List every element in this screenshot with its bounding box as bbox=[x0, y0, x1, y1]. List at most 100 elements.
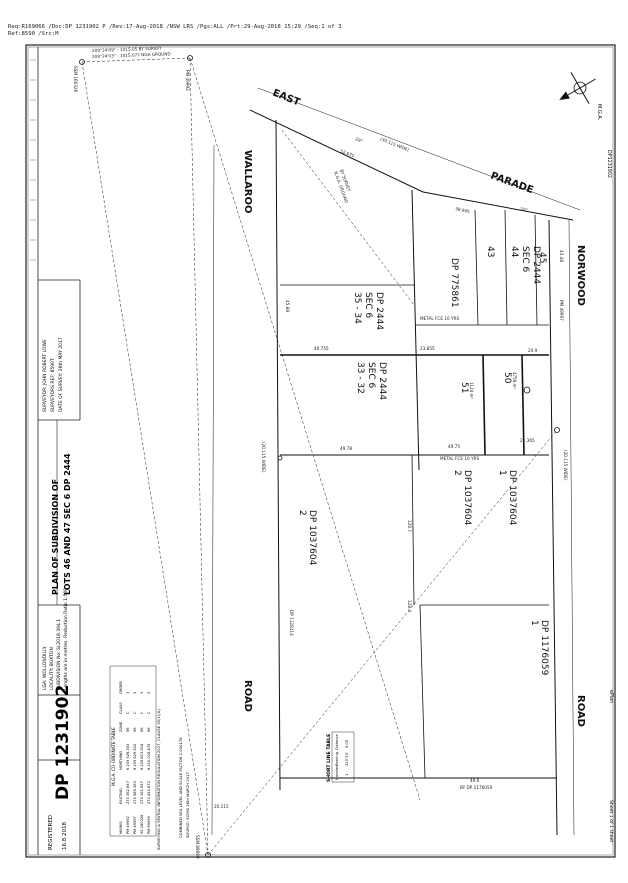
svg-text:M.G.A. CO-ORDINATE TABLE: M.G.A. CO-ORDINATE TABLE bbox=[111, 727, 116, 786]
coord-table-header: EASTING bbox=[119, 788, 123, 804]
svg-text:5.05: 5.05 bbox=[345, 740, 349, 748]
svg-text:DP 2444: DP 2444 bbox=[377, 362, 387, 400]
svg-text:DP 1037604: DP 1037604 bbox=[507, 470, 517, 526]
coordinate-table: M.G.A. CO-ORDINATE TABLE MARKSEASTINGNOR… bbox=[109, 665, 157, 837]
coord-table-cell: 56 bbox=[140, 727, 144, 732]
svg-text:49.75: 49.75 bbox=[448, 444, 460, 449]
svg-text:51: 51 bbox=[459, 382, 469, 393]
svg-text:BY DP 1176059: BY DP 1176059 bbox=[460, 785, 493, 790]
road-east: EAST bbox=[271, 88, 302, 109]
svg-text:128.4: 128.4 bbox=[407, 600, 412, 612]
sheet-label: Sheet 1 of 1 sheet bbox=[608, 800, 614, 842]
road-parade: PARADE bbox=[489, 170, 535, 196]
svg-text:M.G.A.: M.G.A. bbox=[596, 104, 602, 121]
svg-text:209°24'03" - 1015.077 NGA GROU: 209°24'03" - 1015.077 NGA GROUND bbox=[92, 51, 171, 59]
coord-table-cell: 270 362.657 bbox=[126, 781, 130, 804]
svg-text:SURVEYING & SPATIAL INFORMATIO: SURVEYING & SPATIAL INFORMATION REGULATI… bbox=[156, 709, 161, 850]
coord-table-cell: 6 209 829.502 bbox=[133, 744, 137, 770]
outer-frame bbox=[25, 44, 616, 858]
svg-text:LOCALITY: BUXTON: LOCALITY: BUXTON bbox=[49, 647, 55, 690]
svg-text:2: 2 bbox=[297, 510, 307, 516]
svg-text:209°24'09" - 1015.05 BY SURVEY: 209°24'09" - 1015.05 BY SURVEY bbox=[92, 46, 162, 53]
coord-table-cell: 270 450.872 bbox=[147, 781, 151, 804]
svg-text:DP 775861: DP 775861 bbox=[449, 258, 459, 308]
svg-text:METAL FCE 10 YRS: METAL FCE 10 YRS bbox=[440, 456, 479, 461]
coord-table-header: NORTHING bbox=[119, 751, 123, 770]
coord-table-header: ZONE bbox=[119, 721, 123, 732]
svg-text:52.675: 52.675 bbox=[340, 148, 356, 158]
inner-frame bbox=[27, 46, 614, 856]
svg-text:24.9: 24.9 bbox=[528, 348, 538, 353]
svg-text:SOURCE: SCIMS 26th MARCH 2017: SOURCE: SCIMS 26th MARCH 2017 bbox=[185, 772, 190, 838]
coord-table-cell: 56 bbox=[126, 727, 130, 732]
svg-text:METAL FCE 10 YRS: METAL FCE 10 YRS bbox=[420, 316, 459, 321]
svg-text:29°: 29° bbox=[355, 136, 364, 143]
svg-text:50: 50 bbox=[502, 372, 512, 384]
road-wallaroo-road: ROAD bbox=[242, 680, 253, 712]
svg-text:23.855: 23.855 bbox=[420, 346, 435, 351]
svg-text:1: 1 bbox=[345, 774, 349, 776]
svg-text:49.78: 49.78 bbox=[340, 446, 352, 451]
lot-labels: 43 44 SEC 6 DP 2444 45 DP 775861 35 - 34… bbox=[297, 246, 549, 676]
svg-text:43.48: 43.48 bbox=[559, 250, 564, 262]
parcel-boundaries bbox=[211, 87, 581, 836]
svg-text:Distance: Distance bbox=[335, 733, 339, 750]
north-arrow-label: M.G.A. bbox=[596, 104, 602, 121]
svg-text:1: 1 bbox=[497, 470, 507, 476]
plan-title-line1: PLAN OF SUBDIVISION OF bbox=[51, 479, 60, 595]
coord-table-cell: PM 49997 bbox=[133, 816, 137, 834]
short-line-table: SHORT LINE TABLE Number Bearing Distance… bbox=[326, 731, 355, 783]
svg-text:(30.115 WIDE): (30.115 WIDE) bbox=[380, 136, 410, 152]
svg-text:43: 43 bbox=[485, 246, 495, 257]
svg-text:DP1231902: DP1231902 bbox=[606, 150, 612, 178]
ssi-note: SURVEYING & SPATIAL INFORMATION REGULATI… bbox=[156, 709, 161, 850]
svg-text:SEC 6: SEC 6 bbox=[366, 362, 376, 389]
print-header-line1: Req:R169066 /Doc:DP 1231902 P /Rev:17-Au… bbox=[8, 24, 342, 30]
svg-text:44: 44 bbox=[509, 246, 519, 258]
svg-text:40.755: 40.755 bbox=[314, 346, 329, 351]
coord-table-cell: 3 bbox=[126, 692, 130, 694]
svg-text:20.115: 20.115 bbox=[214, 804, 229, 809]
svg-text:2: 2 bbox=[452, 470, 462, 476]
svg-text:DATE OF SURVEY: 26th MAY 2017: DATE OF SURVEY: 26th MAY 2017 bbox=[58, 337, 64, 412]
svg-text:45.88: 45.88 bbox=[285, 300, 290, 312]
svg-text:SSM 89099: SSM 89099 bbox=[195, 835, 200, 859]
coord-table-cell: C bbox=[140, 711, 144, 714]
svg-text:PM 49992: PM 49992 bbox=[185, 70, 190, 91]
registered-block: REGISTERED 16.8.2018 bbox=[48, 815, 68, 850]
svg-text:LGA: WOLLONDILLY: LGA: WOLLONDILLY bbox=[42, 646, 48, 690]
svg-text:(20.115 WIDE): (20.115 WIDE) bbox=[261, 442, 266, 473]
coord-table-header: CLASS bbox=[119, 702, 123, 714]
svg-text:(20.115 WIDE): (20.115 WIDE) bbox=[563, 450, 568, 481]
svg-text:4759 m²: 4759 m² bbox=[512, 372, 517, 389]
coord-table-cell: 6 209 813.914 bbox=[140, 743, 144, 770]
coord-table-cell: 270 589.363 bbox=[133, 781, 137, 804]
dimensions: (30.115 WIDE) 52.675 29° 38.995 20° 43.4… bbox=[73, 46, 568, 859]
coord-table-cell: 6 209 926.353 bbox=[126, 744, 130, 770]
svg-text:PM 49997: PM 49997 bbox=[559, 300, 564, 321]
admin-panel bbox=[30, 47, 81, 855]
traverse-lines bbox=[81, 57, 558, 856]
coord-table-cell: PM 89099 bbox=[147, 815, 151, 834]
svg-text:SSM 160326: SSM 160326 bbox=[73, 66, 78, 93]
svg-text:Lengths are in metres. Reducti: Lengths are in metres. Reduction Ratio 1… bbox=[63, 588, 69, 690]
svg-text:Sheet 1 of 1 sheet: Sheet 1 of 1 sheet bbox=[608, 800, 614, 842]
svg-text:DP 1128114: DP 1128114 bbox=[289, 610, 294, 636]
plan-title-line2: LOTS 46 AND 47 SEC 6 DP 2444 bbox=[63, 453, 72, 595]
coord-table-cell: 6 210 018.475 bbox=[147, 744, 151, 770]
svg-text:45: 45 bbox=[537, 252, 547, 263]
svg-text:SHORT LINE TABLE: SHORT LINE TABLE bbox=[326, 734, 332, 782]
cf-note: COMBINED SEA LEVEL AND SCALE FACTOR 1.00… bbox=[178, 737, 190, 838]
svg-text:Number: Number bbox=[335, 765, 339, 780]
coord-table-cell: PM 49992 bbox=[126, 816, 130, 834]
dp-side-label: DP1231902 bbox=[606, 150, 612, 178]
svg-text:DP 1176059: DP 1176059 bbox=[539, 620, 549, 676]
road-norwood-road: ROAD bbox=[575, 695, 586, 727]
svg-text:SUBDIVISION No: SL2018.394.1: SUBDIVISION No: SL2018.394.1 bbox=[56, 619, 62, 690]
svg-text:1124 m²: 1124 m² bbox=[469, 382, 474, 399]
svg-text:SURVEYOR: JOHN ROBERT LOWE: SURVEYOR: JOHN ROBERT LOWE bbox=[42, 339, 48, 412]
svg-text:SEC 6: SEC 6 bbox=[363, 292, 373, 319]
svg-text:Bearing: Bearing bbox=[335, 752, 339, 766]
north-arrow bbox=[559, 72, 596, 104]
